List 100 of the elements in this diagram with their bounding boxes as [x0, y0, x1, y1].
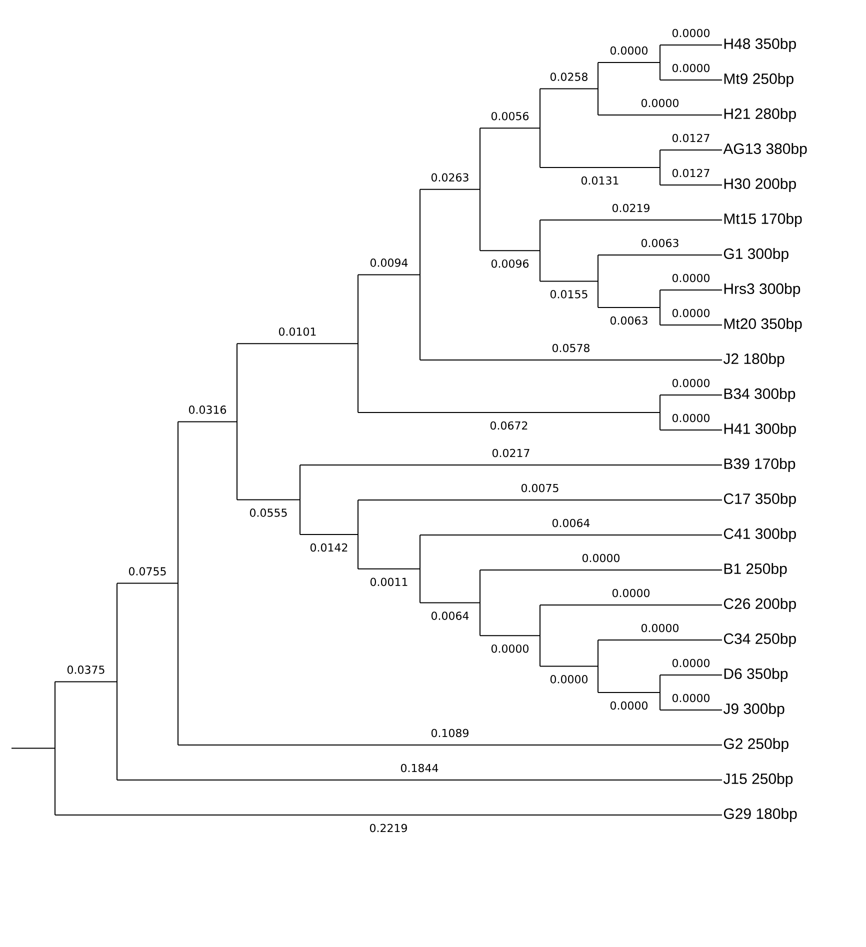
leaf-label: H21 280bp [724, 108, 796, 122]
branch [420, 602, 480, 604]
branch [178, 744, 722, 746]
branch [358, 568, 420, 570]
branch-length: 0.0000 [580, 552, 622, 564]
leaf-label: Mt20 350bp [724, 318, 802, 332]
branch-length: 0.0000 [670, 378, 712, 388]
branch-length: 0.0000 [670, 308, 712, 318]
branch [178, 421, 237, 422]
leaf-label: C41 300bp [724, 528, 796, 542]
branch [598, 692, 660, 693]
leaf-label: J9 300bp [723, 703, 784, 717]
branch [540, 167, 660, 168]
branch-length: 0.0075 [520, 482, 560, 494]
branch-length: 0.0131 [580, 175, 620, 186]
branch-length: 0.0096 [490, 258, 530, 269]
branch-length: 0.0316 [187, 404, 228, 415]
branch-length: 0.0555 [248, 508, 289, 518]
branch-length: 0.0000 [610, 588, 652, 598]
branch [660, 674, 722, 676]
branch-length: 0.0094 [368, 258, 410, 268]
leaf-label: C26 200bp [724, 598, 796, 612]
branch-length: 0.0056 [490, 110, 530, 122]
leaf-label: G2 250bp [724, 738, 788, 752]
branch [540, 604, 722, 606]
branch [54, 681, 117, 682]
branch [660, 394, 722, 396]
branch-length: 0.0263 [430, 172, 470, 183]
branch-length: 0.0375 [66, 664, 106, 675]
branch [540, 666, 598, 667]
branch-length: 0.0000 [548, 674, 590, 684]
branch-length: 0.0258 [548, 72, 590, 82]
leaf-label: G29 180bp [724, 808, 797, 822]
leaf-label: B39 170bp [724, 458, 796, 472]
branch-length: 0.0000 [640, 98, 680, 108]
branch [420, 188, 480, 190]
leaf-label: Mt9 250bp [724, 73, 794, 87]
branch-length: 0.0000 [670, 658, 712, 668]
branch-length: 0.0000 [490, 643, 530, 654]
branch [540, 280, 598, 282]
branch [540, 88, 598, 90]
branch [598, 62, 660, 63]
branch [660, 324, 722, 326]
branch-length: 0.0000 [670, 272, 712, 284]
branch-length: 0.2219 [368, 822, 409, 834]
leaf-label: B34 300bp [724, 388, 796, 402]
leaf-label: C17 350bp [724, 493, 796, 507]
leaf-label: J2 180bp [723, 353, 784, 367]
branch [598, 114, 722, 116]
branch-length: 0.0578 [550, 342, 592, 354]
branch [420, 534, 722, 536]
branch-length: 0.0219 [610, 202, 652, 214]
branch-length: 0.0000 [640, 622, 680, 634]
branch [660, 44, 722, 46]
leaf-label: G1 300bp [724, 248, 788, 262]
branch-length: 0.0011 [368, 576, 410, 588]
leaf-label: J15 250bp [723, 773, 793, 787]
leaf-label: C34 250bp [724, 633, 796, 647]
branch [660, 184, 722, 186]
leaf-label: H41 300bp [724, 423, 796, 437]
branch-length: 0.0155 [548, 289, 590, 300]
branch-length: 0.0063 [640, 238, 680, 248]
branch [358, 412, 660, 413]
branch [358, 274, 420, 276]
branch-length: 0.0063 [608, 315, 650, 326]
branch-length: 0.0064 [430, 610, 470, 621]
branch-length: 0.0000 [670, 28, 712, 38]
branch-length: 0.0217 [490, 448, 532, 458]
branch [598, 307, 660, 308]
branch [480, 128, 540, 129]
branch [11, 748, 55, 749]
branch-length: 0.0000 [608, 700, 650, 711]
branch [480, 250, 540, 252]
branch [54, 814, 722, 816]
branch-length: 0.0672 [488, 420, 530, 431]
branch [598, 254, 722, 256]
leaf-label: Mt15 170bp [724, 213, 802, 227]
branch-length: 0.0000 [670, 62, 712, 74]
branch-length: 0.0142 [308, 542, 350, 553]
branch [236, 499, 300, 500]
branch-line [116, 582, 118, 781]
leaf-label: H30 200bp [724, 178, 796, 192]
branch [236, 343, 358, 344]
branch-length: 0.1089 [430, 728, 470, 738]
branch-length: 0.0755 [127, 566, 168, 576]
branch-length: 0.0101 [277, 326, 318, 337]
leaf-label: H48 350bp [724, 38, 796, 52]
leaf-label: AG13 380bp [723, 143, 807, 157]
branch [116, 582, 178, 584]
branch [480, 635, 540, 636]
branch [300, 534, 358, 535]
branch-length: 0.0000 [670, 412, 712, 424]
leaf-label: D6 350bp [724, 668, 788, 682]
branch-line [236, 343, 238, 500]
leaf-label: B1 250bp [724, 563, 787, 577]
branch-length: 0.0064 [550, 518, 592, 528]
branch-length: 0.0000 [608, 45, 650, 56]
branch-length: 0.0000 [670, 692, 712, 704]
branch [300, 464, 722, 466]
leaf-label: Hrs3 300bp [724, 283, 800, 297]
